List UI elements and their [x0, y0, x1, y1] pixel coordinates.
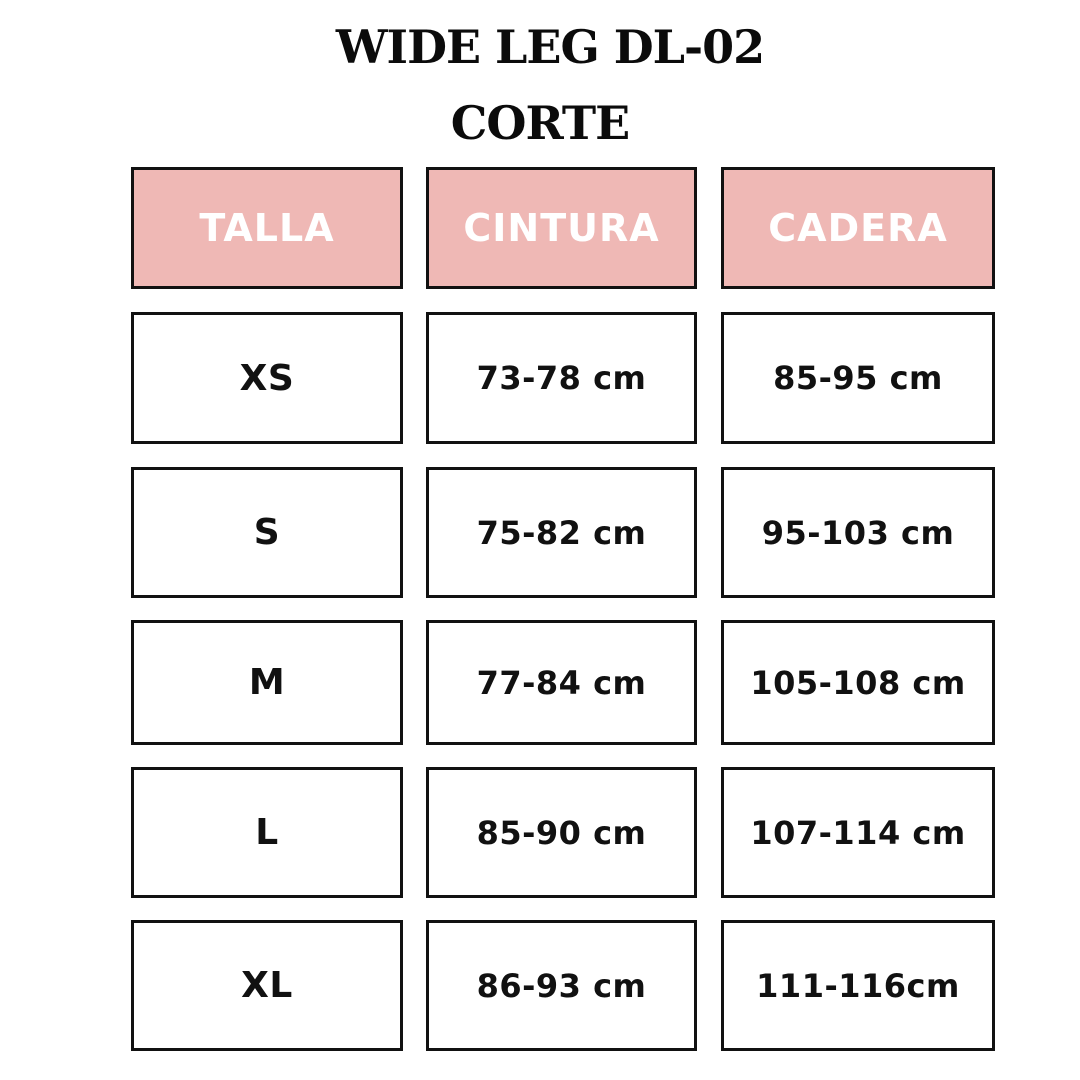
hip-cell: 105-108 cm — [721, 620, 995, 745]
waist-cell: 75-82 cm — [426, 467, 697, 598]
header-cadera: CADERA — [721, 167, 995, 289]
size-cell: S — [131, 467, 403, 598]
hip-cell: 107-114 cm — [721, 767, 995, 898]
header-cintura: CINTURA — [426, 167, 697, 289]
hip-cell: 111-116cm — [721, 920, 995, 1051]
page-title: WIDE LEG DL-02 — [335, 20, 765, 74]
waist-cell: 73-78 cm — [426, 312, 697, 444]
waist-cell: 85-90 cm — [426, 767, 697, 898]
hip-cell: 95-103 cm — [721, 467, 995, 598]
header-talla: TALLA — [131, 167, 403, 289]
size-cell: M — [131, 620, 403, 745]
size-cell: XL — [131, 920, 403, 1051]
waist-cell: 86-93 cm — [426, 920, 697, 1051]
hip-cell: 85-95 cm — [721, 312, 995, 444]
size-cell: XS — [131, 312, 403, 444]
page-subtitle: CORTE — [450, 96, 630, 150]
size-cell: L — [131, 767, 403, 898]
waist-cell: 77-84 cm — [426, 620, 697, 745]
